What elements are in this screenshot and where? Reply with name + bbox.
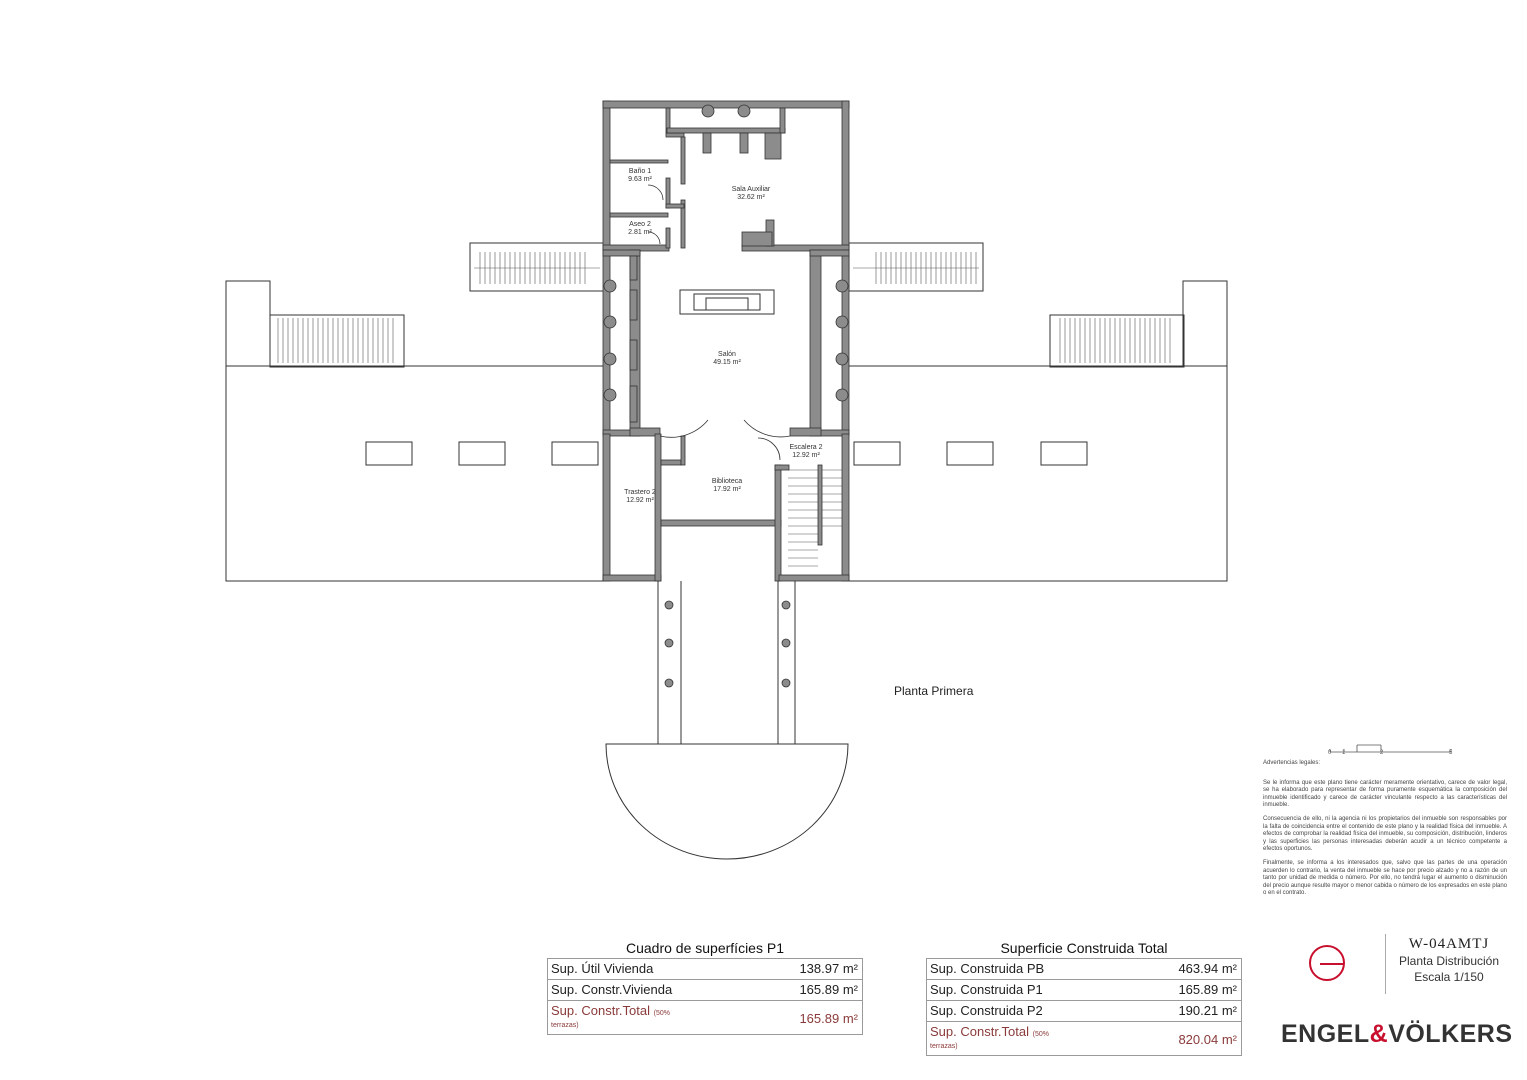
table-row: Sup. Construida PB 463.94 m²	[926, 958, 1242, 979]
row-value: 165.89 m²	[799, 982, 858, 997]
semicircle-terrace	[605, 743, 849, 860]
row-label: Sup. Construida P1	[930, 982, 1043, 997]
legal-paragraph: Finalmente, se informa a los interesados…	[1263, 859, 1507, 897]
table-row-total: Sup. Constr.Total (50% terrazas) 165.89 …	[547, 1000, 863, 1035]
row-note: terrazas)	[551, 1022, 579, 1029]
reference-code: W-04AMTJ	[1408, 936, 1490, 952]
row-label: Sup. Construida P2	[930, 1003, 1043, 1018]
row-value: 165.89 m²	[1178, 982, 1237, 997]
reference-line1: Planta Distribución	[1398, 954, 1500, 968]
table-row: Sup. Constr.Vivienda 165.89 m²	[547, 979, 863, 1000]
table-title: Cuadro de superfícies P1	[626, 940, 784, 956]
row-value: 165.89 m²	[799, 1011, 858, 1026]
table-row-total: Sup. Constr.Total (50% terrazas) 820.04 …	[926, 1021, 1242, 1056]
row-value: 138.97 m²	[799, 961, 858, 976]
table-title: Superficie Construida Total	[1000, 940, 1168, 956]
row-label: Sup. Útil Vivienda	[551, 961, 654, 976]
row-value: 190.21 m²	[1178, 1003, 1237, 1018]
scale-bar: 0 1 2 5	[1328, 742, 1452, 762]
walkway	[657, 581, 796, 745]
surface-table-total: Superficie Construida Total Sup. Constru…	[926, 938, 1242, 1056]
scale-tick: 2	[1380, 750, 1384, 756]
skylight	[365, 441, 413, 466]
reference-block: W-04AMTJ Planta Distribución Escala 1/15…	[1385, 934, 1512, 994]
skylight	[458, 441, 506, 466]
brand-logo: ENGEL&VÖLKERS	[1281, 1020, 1513, 1048]
row-value: 463.94 m²	[1178, 961, 1237, 976]
scale-tick: 5	[1449, 750, 1453, 756]
row-label: Sup. Construida PB	[930, 961, 1045, 976]
legal-paragraph: Consecuencia de ello, ni la agencia ni l…	[1263, 815, 1507, 853]
row-note: terrazas)	[930, 1043, 958, 1050]
reference-line2: Escala 1/150	[1414, 970, 1484, 984]
row-value: 820.04 m²	[1178, 1032, 1237, 1047]
table-row: Sup. Construida P2 190.21 m²	[926, 1000, 1242, 1021]
row-label: Sup. Constr.Total (50%	[551, 1003, 670, 1018]
skylight	[1040, 441, 1088, 466]
row-label: Sup. Constr.Total (50%	[930, 1024, 1049, 1039]
skylight	[853, 441, 901, 466]
table-row: Sup. Construida P1 165.89 m²	[926, 979, 1242, 1000]
skylight	[946, 441, 994, 466]
floor-title: Planta Primera	[894, 684, 974, 698]
legal-notice: Advertencias legales: Se le informa que …	[1263, 760, 1507, 904]
terrace-outline	[225, 280, 271, 367]
row-label: Sup. Constr.Vivienda	[551, 982, 673, 997]
stairs-right	[1049, 314, 1185, 368]
table-row: Sup. Útil Vivienda 138.97 m²	[547, 958, 863, 979]
skylight	[551, 441, 599, 466]
scale-tick: 1	[1342, 750, 1346, 756]
legal-title: Advertencias legales:	[1263, 760, 1321, 766]
legal-paragraph: Se le informa que este plano tiene carác…	[1263, 779, 1507, 809]
surface-table-p1: Cuadro de superfícies P1 Sup. Útil Vivie…	[547, 938, 863, 1035]
stairs-left	[269, 314, 405, 368]
scale-tick: 0	[1328, 750, 1332, 756]
